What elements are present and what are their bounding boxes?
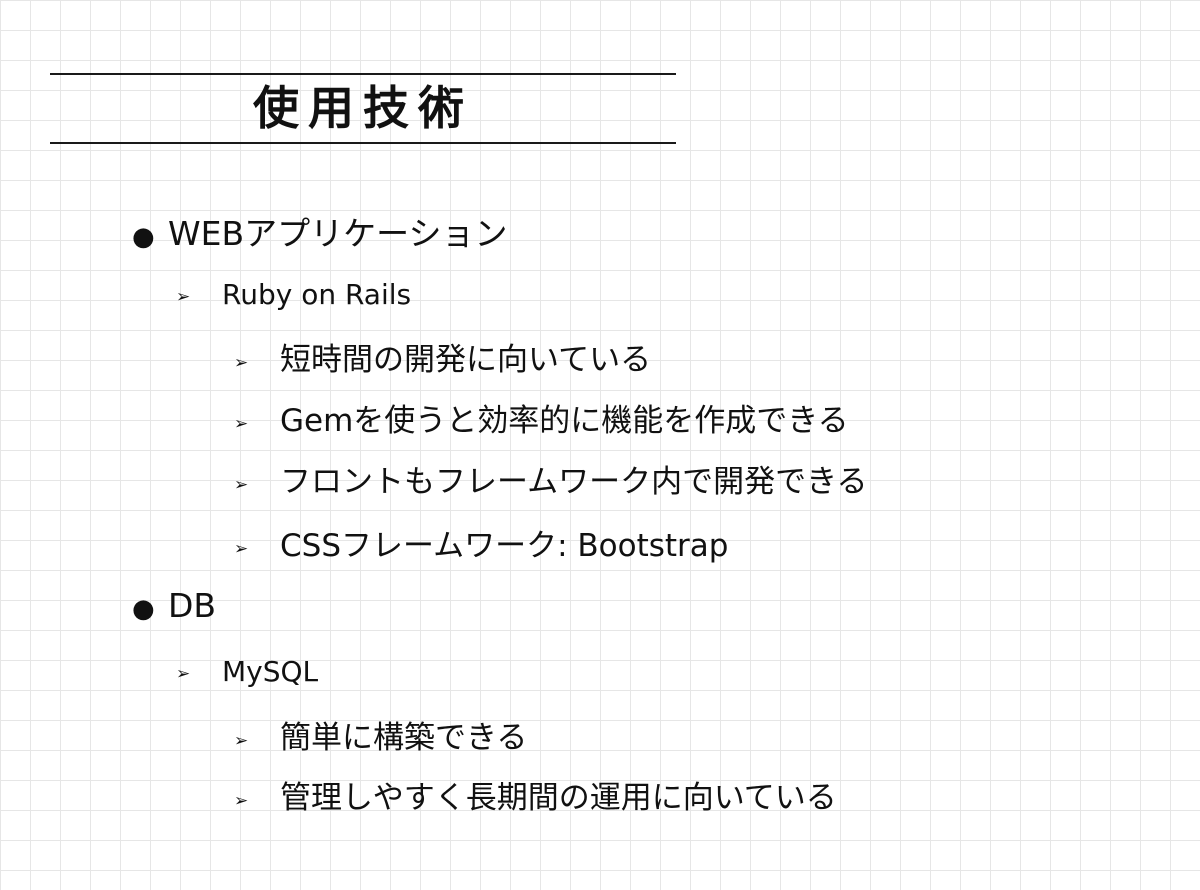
item-label: Ruby on Rails [222, 278, 412, 311]
section-heading-web: ● WEBアプリケーション [132, 207, 507, 255]
title-rule-top [50, 73, 676, 75]
item-ruby-on-rails: ➢ Ruby on Rails [176, 278, 411, 311]
arrow-bullet-icon: ➢ [234, 414, 249, 434]
point-text: Gemを使うと効率的に機能を作成できる [280, 403, 849, 439]
title-rule-bottom [50, 142, 676, 144]
point-text: 簡単に構築できる [280, 720, 528, 756]
point-rails-4: ➢ CSSフレームワーク: Bootstrap [234, 520, 728, 565]
item-label: MySQL [222, 655, 319, 688]
arrow-bullet-icon: ➢ [234, 475, 249, 495]
arrow-bullet-icon: ➢ [234, 731, 249, 751]
arrow-bullet-icon: ➢ [234, 539, 249, 559]
item-mysql: ➢ MySQL [176, 655, 318, 688]
point-rails-3: ➢ フロントもフレームワーク内で開発できる [234, 456, 867, 501]
bullet-icon: ● [132, 222, 155, 252]
arrow-bullet-icon: ➢ [234, 791, 249, 811]
bullet-icon: ● [132, 594, 155, 624]
point-text: 管理しやすく長期間の運用に向いている [280, 780, 837, 816]
arrow-bullet-icon: ➢ [176, 664, 191, 684]
point-mysql-1: ➢ 簡単に構築できる [234, 712, 527, 757]
section-heading-text: DB [168, 586, 217, 625]
arrow-bullet-icon: ➢ [234, 353, 249, 373]
point-text: 短時間の開発に向いている [280, 342, 652, 378]
section-heading-db: ● DB [132, 586, 216, 625]
slide-title: 使用技術 [253, 81, 473, 135]
point-text: CSSフレームワーク: Bootstrap [280, 528, 729, 564]
point-text: フロントもフレームワーク内で開発できる [280, 464, 868, 500]
point-mysql-2: ➢ 管理しやすく長期間の運用に向いている [234, 772, 837, 817]
point-rails-1: ➢ 短時間の開発に向いている [234, 334, 651, 379]
section-heading-text: WEBアプリケーション [168, 214, 508, 253]
arrow-bullet-icon: ➢ [176, 287, 191, 307]
point-rails-2: ➢ Gemを使うと効率的に機能を作成できる [234, 395, 849, 440]
